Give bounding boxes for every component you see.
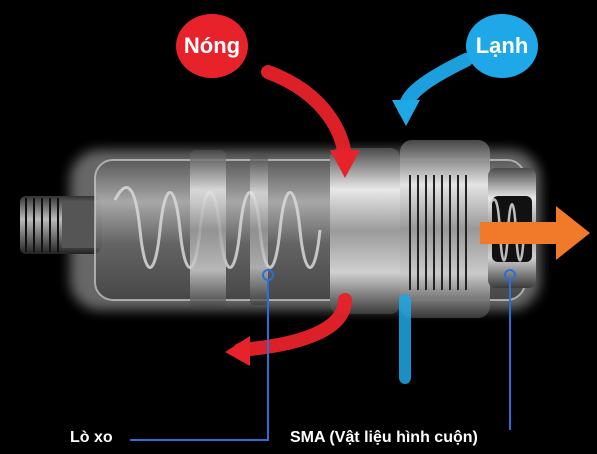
sma-caption: SMA (Vật liệu hình cuộn) [290,429,478,446]
spring-callout-dot [262,269,274,281]
hot-return-arrowhead [225,336,250,366]
cold-arrowhead [392,100,420,126]
mixed-water-arrow [480,206,590,260]
cold-water-arrow [392,53,473,384]
ribbed-collar [409,175,467,290]
hot-water-arrow [225,65,360,366]
hot-label: Nóng [183,33,241,58]
cold-badge: Lạnh [466,14,538,78]
hot-badge: Nóng [176,14,248,78]
callout-lines [130,269,516,441]
cold-label: Lạnh [475,33,529,58]
spring-callout-line [130,280,269,441]
splined-stem [20,196,102,254]
hot-arrowhead [330,150,360,178]
sma-callout-dot [504,269,516,281]
housing-rings [190,140,490,318]
spring-caption: Lò xo [70,429,113,446]
